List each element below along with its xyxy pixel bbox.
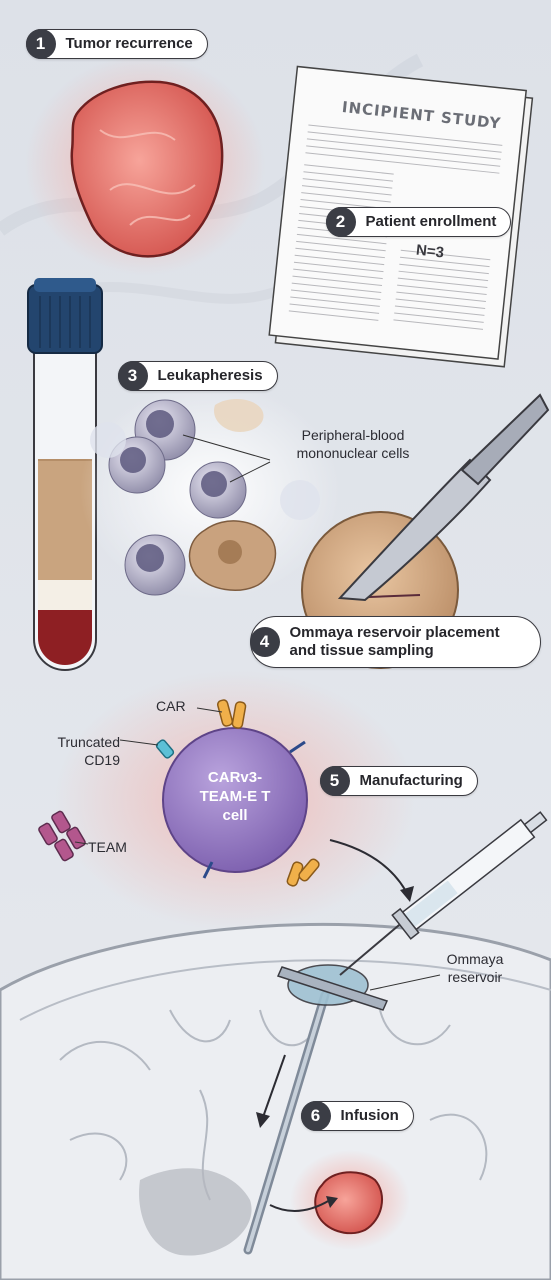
step-number: 2 (325, 207, 356, 237)
step-3-badge: 3 Leukapheresis (117, 361, 278, 391)
step-number: 4 (249, 627, 280, 657)
step-2-badge: 2 Patient enrollment (325, 207, 512, 237)
step-number: 3 (117, 361, 148, 391)
pbmc-cells (80, 380, 340, 600)
step-6-badge: 6 Infusion (300, 1101, 414, 1131)
t-cell-icon (38, 670, 415, 930)
document-n: N=3 (415, 241, 445, 262)
step-4-badge: 4 Ommaya reservoir placement and tissue … (249, 616, 541, 668)
pbmc-label: Peripheral-blood mononuclear cells (296, 427, 410, 461)
step-number: 1 (25, 29, 56, 59)
step-label: Tumor recurrence (65, 35, 193, 52)
ommaya-label: Ommaya reservoir (446, 951, 504, 985)
step-5-badge: 5 Manufacturing (319, 766, 478, 796)
step-label: Infusion (340, 1107, 399, 1124)
ommaya-reservoir (243, 964, 441, 1255)
car-label: CAR (156, 698, 186, 714)
step-label: Ommaya reservoir placement and tissue sa… (289, 624, 500, 659)
tumor-icon (25, 55, 265, 275)
step-1-badge: 1 Tumor recurrence (25, 29, 208, 59)
step-number: 6 (300, 1101, 331, 1131)
step-label: Manufacturing (359, 772, 463, 789)
truncated-cd19-label: Truncated CD19 (57, 734, 120, 768)
step-label: Patient enrollment (365, 213, 497, 230)
step-label: Leukapheresis (157, 367, 263, 384)
team-label: TEAM (88, 839, 127, 855)
t-cell-label: CARv3- TEAM-E T cell (199, 769, 271, 824)
syringe-icon (339, 811, 548, 976)
step-number: 5 (319, 766, 350, 796)
blood-tube-icon (27, 278, 103, 671)
brain-icon (0, 922, 551, 1280)
